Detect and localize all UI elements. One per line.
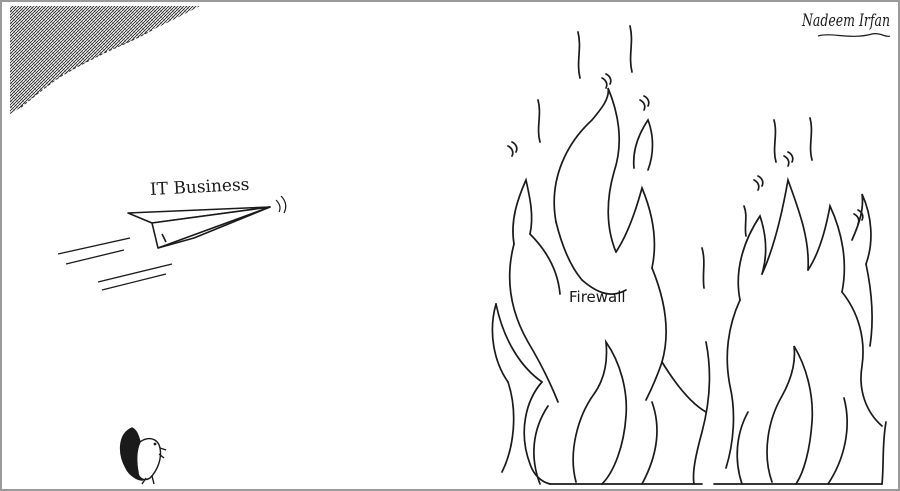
squirrel bbox=[119, 427, 167, 485]
firewall-flames bbox=[491, 25, 711, 485]
artist-signature: Nadeem Irfan bbox=[801, 11, 891, 38]
svg-text:Nadeem Irfan: Nadeem Irfan bbox=[801, 11, 890, 31]
firewall-label: Firewall bbox=[569, 288, 626, 306]
paper-plane bbox=[127, 195, 287, 249]
second-fire-flames bbox=[713, 117, 887, 485]
storm-cloud bbox=[10, 6, 200, 114]
speed-lines bbox=[57, 237, 173, 291]
